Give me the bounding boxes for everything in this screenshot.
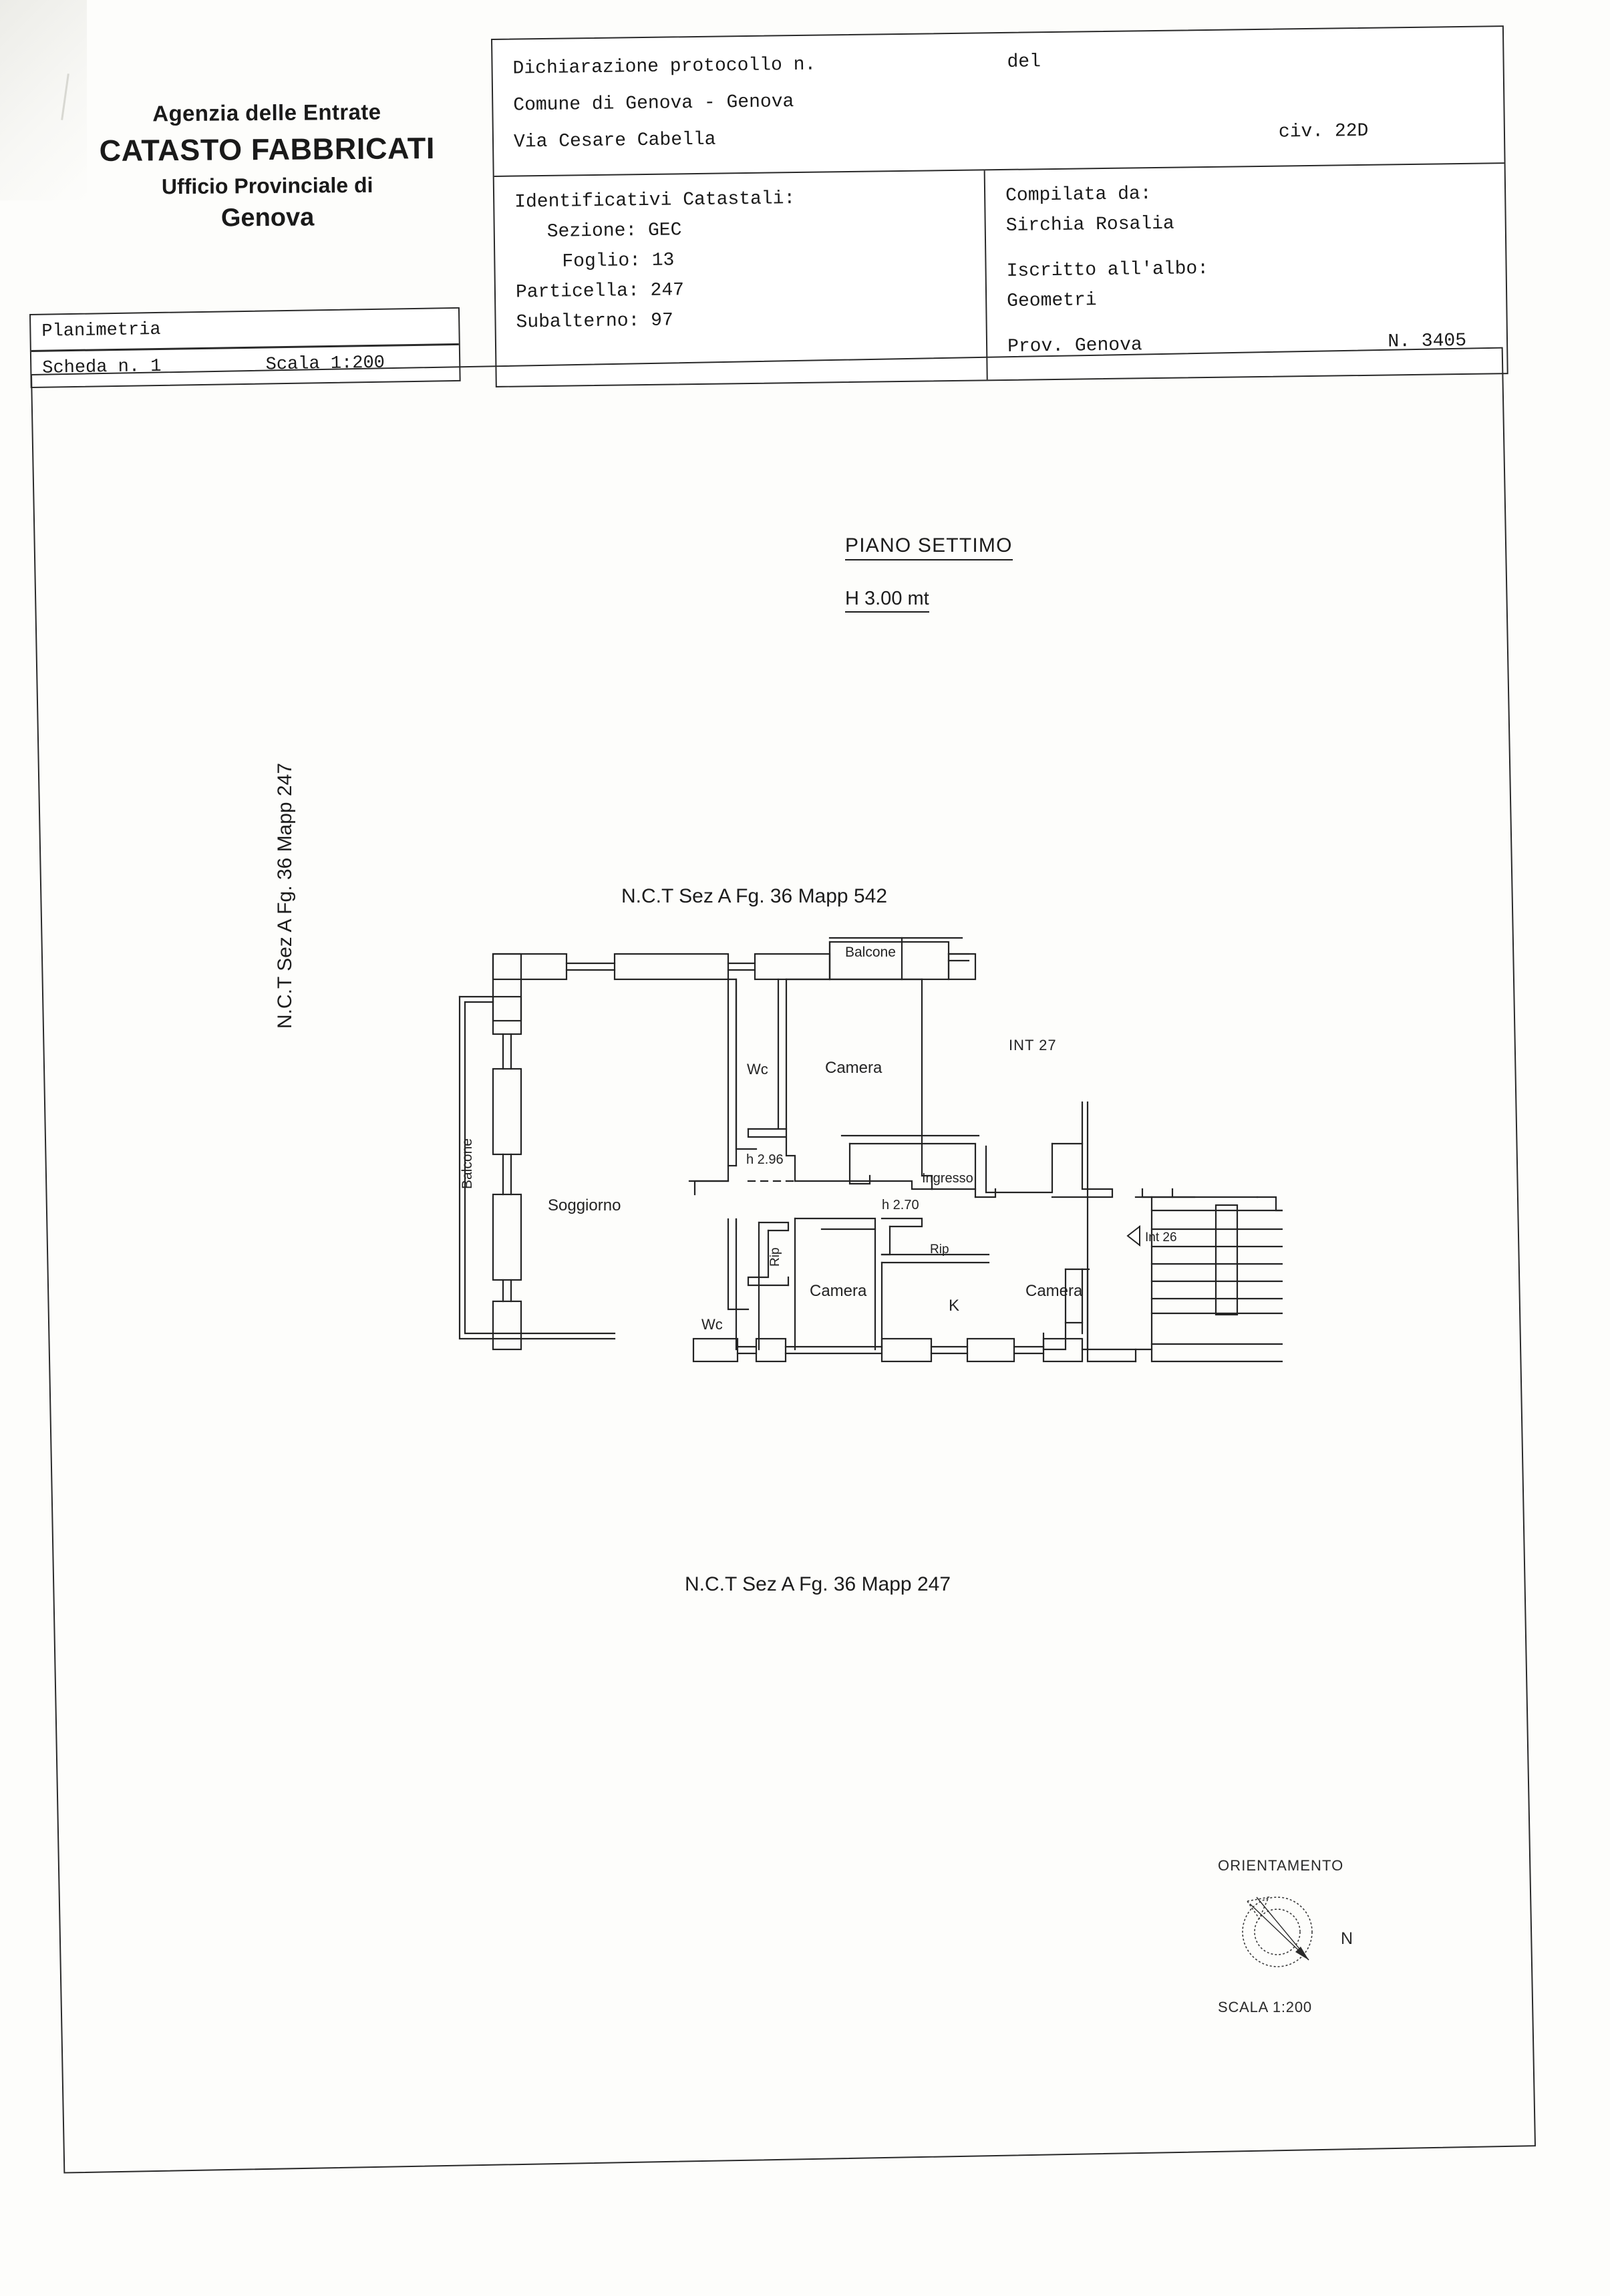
compilatore-cell: Compilata da: Sirchia Rosalia Iscritto a… <box>985 164 1507 379</box>
room-label-wc-lower: Wc <box>701 1316 723 1333</box>
nct-label-bottom: N.C.T Sez A Fg. 36 Mapp 247 <box>685 1573 951 1595</box>
nct-label-left: N.C.T Sez A Fg. 36 Mapp 247 <box>274 763 296 1029</box>
room-label-wc-upper: Wc <box>747 1061 768 1078</box>
scan-shadow <box>0 0 87 200</box>
nct-label-top: N.C.T Sez A Fg. 36 Mapp 542 <box>621 885 887 907</box>
orientation-block: ORIENTAMENTO N SCALA 1:200 <box>1213 1857 1433 2016</box>
orientation-scala: SCALA 1:200 <box>1218 1999 1312 2015</box>
height-label-270: h 2.70 <box>882 1198 919 1212</box>
room-label-camera-lower-right: Camera <box>1025 1282 1083 1300</box>
agency-line-3: Ufficio Provinciale di <box>161 172 373 199</box>
room-label-balcone-left: Balcone <box>460 1138 475 1189</box>
agency-line-2: CATASTO FABBRICATI <box>99 131 436 168</box>
north-label: N <box>1341 1929 1353 1948</box>
room-label-camera-upper: Camera <box>825 1059 882 1077</box>
room-label-ingresso: Ingresso <box>922 1171 973 1186</box>
room-label-balcone-top: Balcone <box>845 945 896 960</box>
compass-rose-icon <box>1221 1884 1341 1984</box>
unit-label-int-26: Int 26 <box>1145 1231 1177 1245</box>
declaration-del-label: del <box>1007 51 1041 73</box>
civico-value: civ. 22D <box>1278 120 1369 143</box>
iscritto-label: Iscritto all'albo: <box>1006 258 1209 282</box>
planimetria-title: Planimetria <box>41 319 161 342</box>
subalterno-row: Subalterno: 97 <box>516 310 673 333</box>
closet-label-rip-left: Rip <box>768 1247 782 1267</box>
height-label-296: h 2.96 <box>746 1152 784 1167</box>
planimetria-title-row: Planimetria <box>31 308 459 352</box>
identificativi-cell: Identificativi Catastali: Sezione: GEC F… <box>494 170 988 386</box>
room-label-soggiorno: Soggiorno <box>548 1196 621 1214</box>
header-data-table: Dichiarazione protocollo n. del Comune d… <box>491 25 1508 387</box>
orientation-caption: ORIENTAMENTO <box>1218 1857 1344 1874</box>
agency-line-4: Genova <box>220 203 315 232</box>
comune-value: Comune di Genova - Genova <box>513 92 794 116</box>
via-value: Via Cesare Cabella <box>513 129 716 153</box>
unit-label-int-27: INT 27 <box>1009 1037 1057 1053</box>
floor-title: PIANO SETTIMO <box>845 534 1013 560</box>
floor-plan-drawing: Soggiorno Wc Camera Balcone h 2.96 h 2.7… <box>414 935 1316 1420</box>
header-top-section: Dichiarazione protocollo n. del Comune d… <box>492 27 1504 177</box>
closet-label-rip-right: Rip <box>930 1243 949 1257</box>
agency-line-1: Agenzia delle Entrate <box>152 99 381 126</box>
declaration-label: Dichiarazione protocollo n. <box>512 54 816 79</box>
floor-height: H 3.00 mt <box>845 588 929 613</box>
agency-stamp: Agenzia delle Entrate CATASTO FABBRICATI… <box>79 99 455 234</box>
room-label-cucina: K <box>949 1297 959 1315</box>
room-label-camera-lower-left: Camera <box>810 1282 867 1300</box>
